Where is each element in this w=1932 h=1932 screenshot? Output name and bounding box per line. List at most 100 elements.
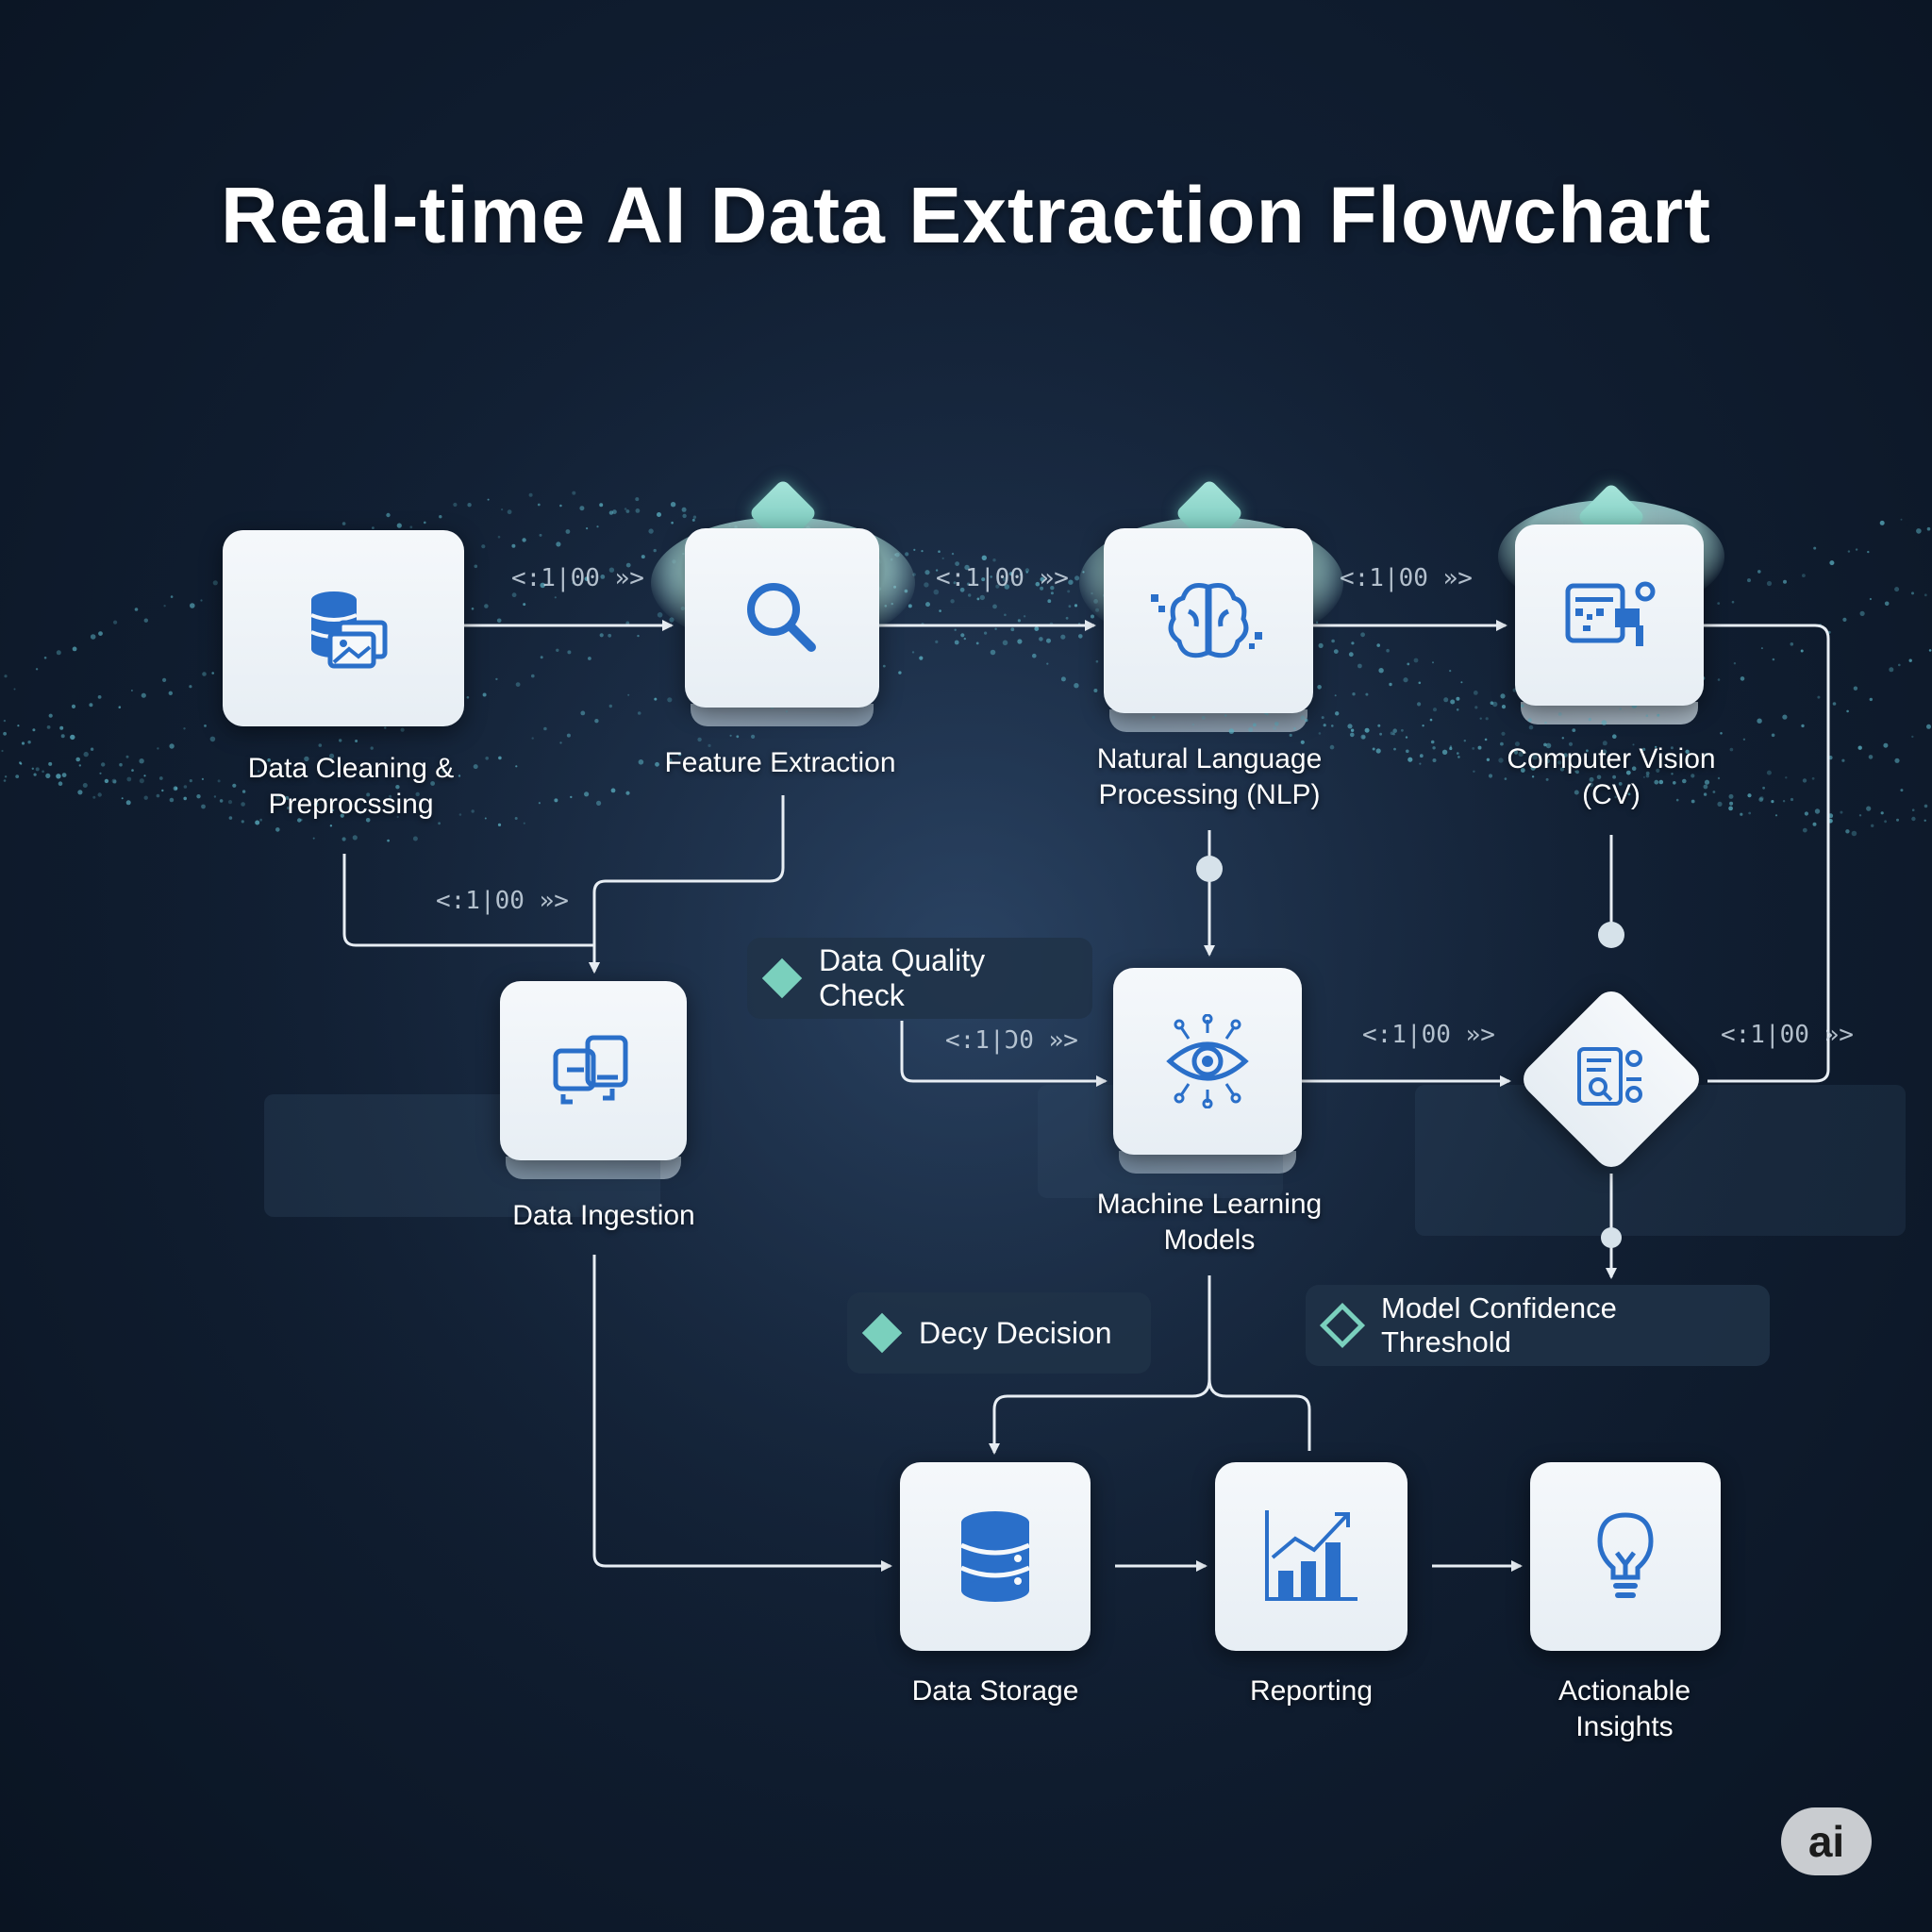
particle-dot <box>204 724 207 727</box>
particle-dot <box>1274 722 1279 726</box>
particle-dot <box>340 813 344 818</box>
node-reporting[interactable] <box>1215 1462 1407 1651</box>
node-feature-extraction[interactable] <box>685 528 879 726</box>
particle-dot <box>953 581 957 585</box>
particle-dot <box>4 775 8 778</box>
particle-dot <box>1457 756 1460 758</box>
particle-dot <box>924 570 930 575</box>
particle-dot <box>33 773 37 776</box>
particle-dot <box>556 648 559 652</box>
particle-dot <box>729 734 732 737</box>
node-data-ingestion[interactable] <box>500 981 687 1179</box>
node-nlp[interactable] <box>1104 528 1313 732</box>
particle-dot <box>911 651 915 654</box>
particle-dot <box>960 633 965 638</box>
particle-dot <box>1532 755 1538 760</box>
particle-dot <box>1456 708 1459 711</box>
particle-dot <box>227 800 233 805</box>
particle-dot <box>677 752 682 757</box>
particle-dot <box>1518 751 1524 757</box>
particle-dot <box>365 818 371 823</box>
particle-dot <box>1449 670 1452 673</box>
particle-dot <box>1501 731 1506 736</box>
particle-dot <box>1869 597 1872 601</box>
particle-dot <box>1657 713 1660 717</box>
particle-dot <box>1406 749 1409 754</box>
particle-dot <box>1812 822 1817 826</box>
particle-dot <box>1422 724 1424 727</box>
particle-dot <box>1500 741 1504 746</box>
node-data-storage[interactable] <box>900 1462 1091 1651</box>
particle-dot <box>1201 715 1206 720</box>
particle-dot <box>15 774 20 778</box>
particle-dot <box>1484 738 1488 741</box>
particle-dot <box>90 747 94 751</box>
particle-dot <box>599 633 604 638</box>
particle-dot <box>83 751 89 758</box>
particle-dot <box>1544 721 1547 724</box>
particle-dot <box>954 628 957 631</box>
particle-dot <box>190 603 195 608</box>
particle-dot <box>1811 776 1815 780</box>
particle-dot <box>1318 642 1324 649</box>
particle-dot <box>1868 755 1874 759</box>
particle-dot <box>1703 792 1707 796</box>
node-actionable-insights[interactable] <box>1530 1462 1721 1651</box>
particle-dot <box>71 704 76 709</box>
particle-dot <box>691 518 695 522</box>
particle-dot <box>341 837 346 841</box>
particle-dot <box>1559 767 1565 772</box>
particle-dot <box>1645 714 1649 717</box>
particle-dot <box>1601 720 1607 725</box>
particle-dot <box>1372 747 1375 751</box>
particle-dot <box>543 726 547 731</box>
particle-dot <box>32 728 36 732</box>
particle-dot <box>1008 572 1014 576</box>
particle-dot <box>1840 810 1843 814</box>
particle-dot <box>566 733 571 738</box>
code-snippet-4: <:1|00 »> <box>436 887 569 915</box>
tag-decy-decision[interactable]: Decy Decision <box>847 1292 1151 1374</box>
particle-dot <box>101 762 106 767</box>
particle-dot <box>1766 580 1773 587</box>
particle-dot <box>1531 775 1535 778</box>
particle-dot <box>1774 814 1778 817</box>
particle-dot <box>162 677 167 683</box>
particle-dot <box>572 581 575 585</box>
particle-dot <box>458 774 461 777</box>
particle-dot <box>898 671 902 675</box>
particle-dot <box>667 758 673 763</box>
particle-dot <box>1472 747 1475 750</box>
particle-dot <box>1883 742 1889 748</box>
node-ml-models[interactable] <box>1113 968 1302 1174</box>
particle-dot <box>285 795 290 800</box>
tag-model-confidence-threshold[interactable]: Model Confidence Threshold <box>1306 1285 1770 1366</box>
particle-dot <box>355 740 358 742</box>
particle-dot <box>610 788 616 793</box>
particle-dot <box>964 564 970 571</box>
particle-dot <box>1501 705 1507 709</box>
particle-dot <box>1705 753 1708 757</box>
particle-dot <box>1596 774 1602 780</box>
particle-dot <box>1584 755 1588 758</box>
particle-dot <box>992 604 997 609</box>
particle-dot <box>441 768 447 774</box>
node-computer-vision[interactable] <box>1515 525 1704 724</box>
particle-dot <box>1845 829 1850 834</box>
particle-dot <box>1911 808 1915 811</box>
particle-dot <box>412 836 418 841</box>
node-data-cleaning[interactable] <box>223 530 464 726</box>
particle-dot <box>1916 528 1922 534</box>
particle-dot <box>1456 696 1460 701</box>
label-data-cleaning: Data Cleaning & Preprocssing <box>219 751 483 823</box>
particle-dot <box>1813 546 1817 550</box>
tag-data-quality-check[interactable]: Data Quality Check <box>747 938 1092 1019</box>
particle-dot <box>599 503 604 508</box>
label-line: Processing (NLP) <box>1098 779 1321 810</box>
particle-dot <box>1060 634 1066 640</box>
particle-dot <box>1191 723 1195 726</box>
particle-dot <box>458 813 462 816</box>
tag-label: Decy Decision <box>919 1315 1112 1350</box>
particle-dot <box>1527 718 1532 723</box>
particle-dot <box>635 508 641 513</box>
